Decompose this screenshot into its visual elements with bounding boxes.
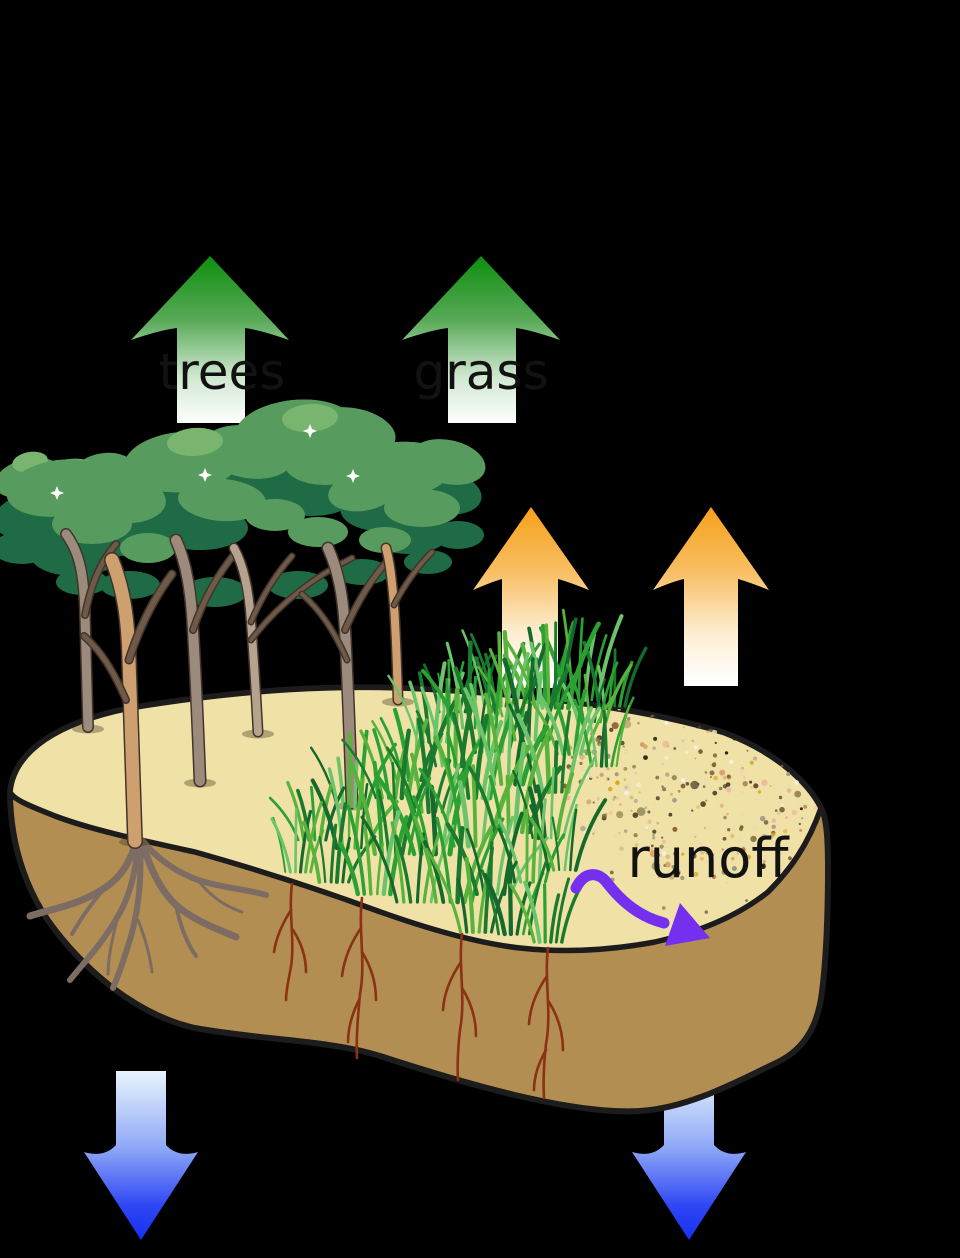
grass-illustration: [268, 608, 648, 944]
trees-illustration: [0, 399, 486, 849]
infiltration-arrow-right: [632, 1078, 746, 1240]
runoff-arrow: [570, 869, 710, 946]
label-trees: trees: [158, 343, 286, 401]
label-grass: grass: [413, 343, 549, 401]
grass-roots: [272, 882, 565, 1100]
transpiration-arrow-grass: [402, 256, 560, 423]
evaporation-arrow-grass: [473, 507, 589, 688]
evaporation-arrow-bare-soil: [653, 507, 769, 686]
transpiration-arrow-trees: [131, 256, 289, 423]
label-runoff: runoff: [627, 827, 789, 890]
infiltration-arrow-left: [84, 1071, 198, 1240]
